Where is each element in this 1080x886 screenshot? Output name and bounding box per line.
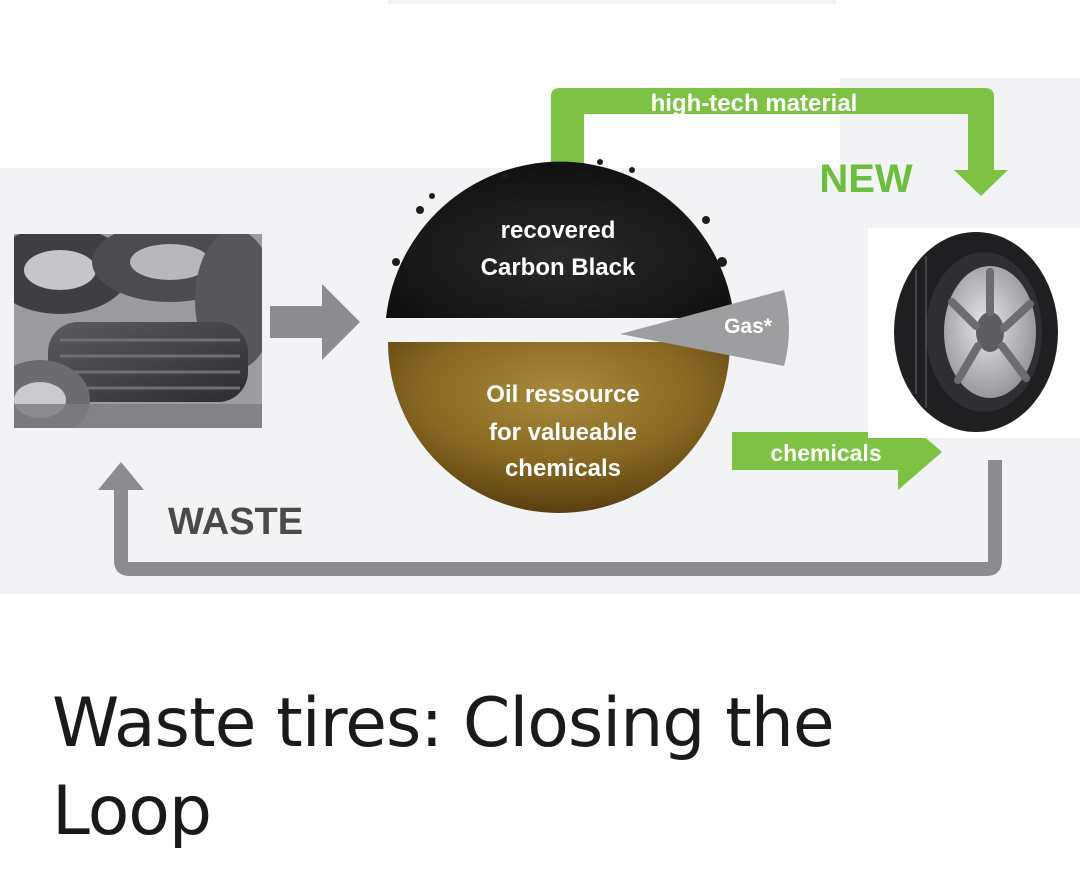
- carbon-black-label-line1: recovered: [501, 217, 616, 244]
- oil-resource-segment: [388, 342, 730, 513]
- gas-wedge: [620, 290, 789, 366]
- waste-loop-arrow: [98, 460, 1002, 576]
- carbon-black-segment: [386, 159, 734, 318]
- oil-label-line2: for valueable: [489, 419, 637, 446]
- waste-label: WASTE: [168, 501, 303, 543]
- high-tech-loop-arrow: [551, 88, 1008, 198]
- high-tech-label: high-tech material: [651, 90, 858, 117]
- carbon-black-label-line2: Carbon Black: [481, 254, 636, 281]
- chemicals-label: chemicals: [770, 440, 881, 466]
- waste-tires-photo: [14, 234, 262, 428]
- oil-label-line3: chemicals: [505, 455, 621, 482]
- new-label: NEW: [819, 157, 913, 201]
- process-arrow: [270, 284, 360, 360]
- oil-label-line1: Oil ressource: [486, 381, 639, 408]
- gas-label: Gas*: [724, 315, 773, 338]
- new-tire-photo: [868, 228, 1080, 438]
- caption-title: Waste tires: Closing the Loop: [52, 684, 835, 851]
- diagram-canvas: recovered Carbon Black Oil ressource for…: [0, 0, 1080, 594]
- process-diagram: recovered Carbon Black Oil ressource for…: [0, 0, 1080, 594]
